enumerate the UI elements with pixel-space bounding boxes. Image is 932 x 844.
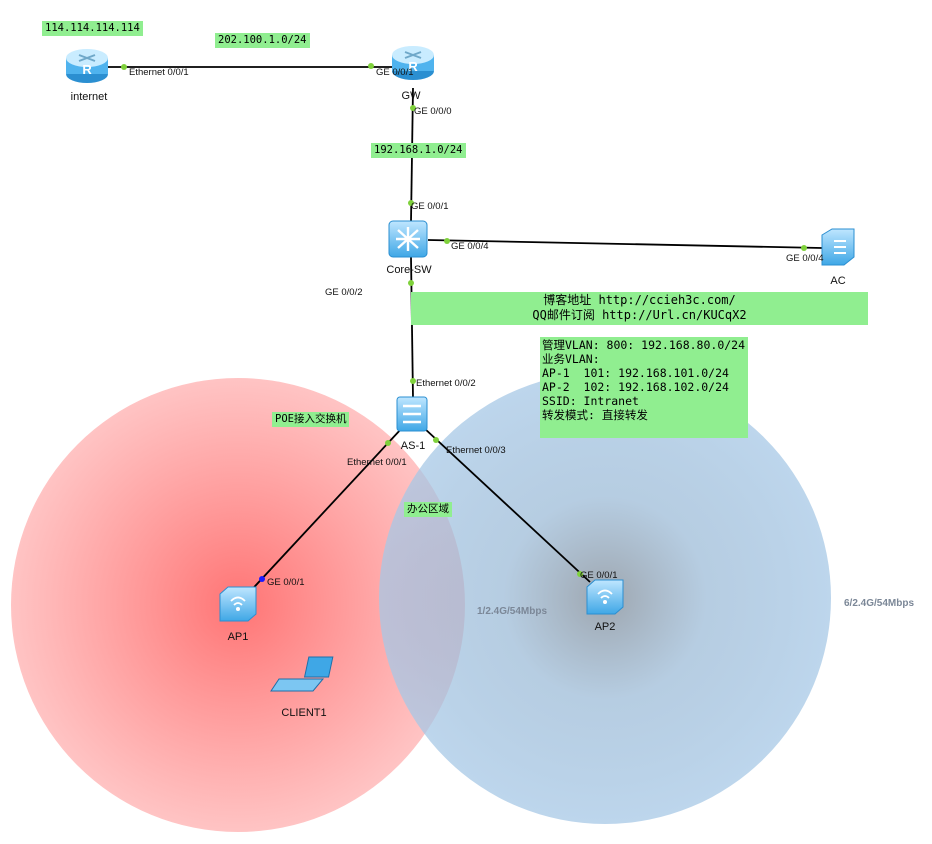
radio-label-ap2: 6/2.4G/54Mbps (844, 598, 914, 609)
port-dot-blue (259, 576, 265, 582)
office-area-label: 办公区域 (404, 502, 452, 517)
config-line: AP-1 101: 192.168.101.0/24 (542, 366, 729, 380)
blog-info-box: 博客地址 http://ccieh3c.com/ QQ邮件订阅 http://U… (411, 292, 868, 325)
blog-line-1: 博客地址 http://ccieh3c.com/ (543, 293, 736, 307)
internet-ip-label: 114.114.114.114 (42, 21, 143, 36)
port-dot (801, 245, 807, 251)
svg-text:R: R (82, 62, 92, 77)
port-dot (444, 238, 450, 244)
laptop-icon[interactable] (270, 656, 334, 692)
lan-subnet-label: 192.168.1.0/24 (371, 143, 466, 158)
node-label-core-sw: Core-SW (386, 264, 432, 276)
svg-text:R: R (408, 59, 418, 74)
port-label: Ethernet 0/0/2 (416, 378, 476, 389)
port-label: GE 0/0/2 (325, 287, 363, 298)
port-label: Ethernet 0/0/1 (129, 67, 189, 78)
router-icon[interactable]: R (66, 49, 108, 83)
node-label-as1: AS-1 (401, 440, 425, 452)
core-switch-icon[interactable] (388, 220, 428, 258)
port-dot (121, 64, 127, 70)
config-line: 业务VLAN: (542, 352, 600, 366)
node-label-ap2: AP2 (595, 621, 616, 633)
port-dot (408, 280, 414, 286)
vlan-config-box: 管理VLAN: 800: 192.168.80.0/24 业务VLAN: AP-… (540, 337, 748, 438)
config-line: AP-2 102: 192.168.102.0/24 (542, 380, 729, 394)
port-dot (410, 105, 416, 111)
port-label: GE 0/0/1 (580, 570, 618, 581)
config-line: SSID: Intranet (542, 394, 639, 408)
router-icon[interactable]: R (392, 46, 434, 80)
port-label: Ethernet 0/0/3 (446, 445, 506, 456)
port-dot (408, 200, 414, 206)
link-as1-ap2[interactable] (423, 427, 591, 583)
port-label: GE 0/0/4 (451, 241, 489, 252)
access-point-icon[interactable] (219, 586, 257, 622)
node-label-gw: GW (402, 90, 422, 102)
port-label: GE 0/0/4 (786, 253, 824, 264)
node-label-internet: internet (71, 91, 108, 103)
port-dot (368, 63, 374, 69)
access-point-icon[interactable] (586, 579, 624, 615)
port-label: GE 0/0/0 (414, 106, 452, 117)
access-controller-icon[interactable] (821, 228, 855, 266)
config-line: 转发模式: 直接转发 (542, 408, 648, 422)
link-coresw-as1[interactable] (410, 256, 414, 399)
poe-switch-label: POE接入交换机 (272, 412, 350, 427)
port-label: GE 0/0/1 (267, 577, 305, 588)
radio-label-ap1: 1/2.4G/54Mbps (477, 606, 547, 617)
node-label-ac: AC (830, 275, 845, 287)
port-dot (385, 440, 391, 446)
switch-icon[interactable] (396, 396, 428, 432)
link-coresw-ac[interactable] (427, 239, 823, 249)
port-label: GE 0/0/1 (411, 201, 449, 212)
port-label: Ethernet 0/0/1 (347, 457, 407, 468)
port-dot (410, 378, 416, 384)
port-dot (577, 571, 583, 577)
node-label-client1: CLIENT1 (281, 707, 326, 719)
link-as1-ap1[interactable] (243, 427, 403, 599)
wan-subnet-label: 202.100.1.0/24 (215, 33, 310, 48)
port-label: GE 0/0/1 (376, 67, 414, 78)
blog-line-2: QQ邮件订阅 http://Url.cn/KUCqX2 (532, 308, 747, 322)
config-line: 管理VLAN: 800: 192.168.80.0/24 (542, 338, 746, 352)
node-label-ap1: AP1 (228, 631, 249, 643)
port-dot (433, 437, 439, 443)
